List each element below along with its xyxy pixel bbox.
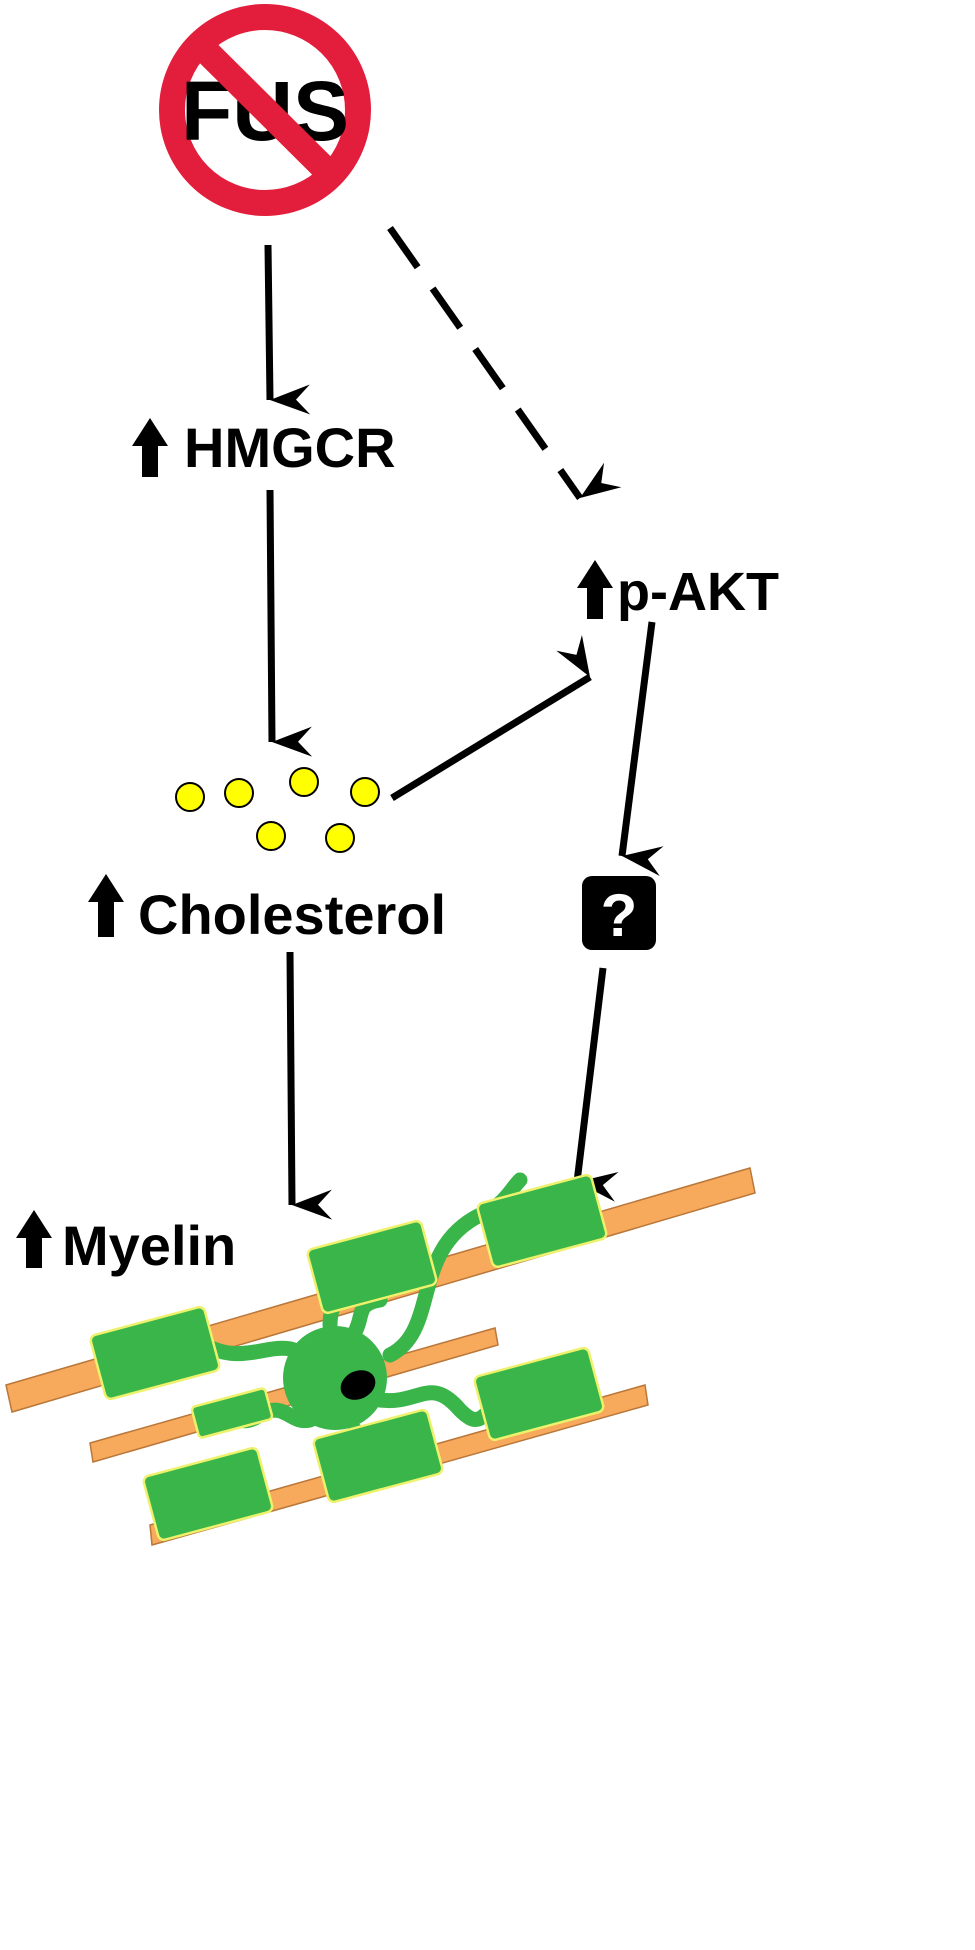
myelin-sheath	[306, 1219, 438, 1315]
myelin-sheaths	[89, 1173, 608, 1542]
arrow-fus-to-pakt-dashed	[387, 225, 622, 501]
arrow-hmgcr-to-cholesterol	[266, 489, 313, 757]
pakt-up-arrow-icon	[577, 560, 613, 619]
fus-prohibition-icon: FUS	[159, 4, 371, 216]
myelin-sheath	[142, 1446, 274, 1542]
cholesterol-label: Cholesterol	[138, 883, 446, 946]
myelin-sheath	[473, 1346, 605, 1442]
arrow-fus-to-hmgcr	[264, 244, 311, 415]
cholesterol-dot	[325, 823, 355, 853]
arrow-cholesterol-to-myelin	[286, 951, 333, 1220]
myelin-sheath	[476, 1173, 608, 1269]
myelin-up-arrow-icon	[16, 1210, 52, 1268]
cholesterol-dot	[350, 777, 380, 807]
arrow-unknown-to-myelin	[573, 967, 619, 1202]
hmgcr-up-arrow-icon	[132, 418, 168, 477]
nucleus	[340, 1370, 376, 1400]
cholesterol-molecules	[175, 767, 380, 853]
cholesterol-dot	[289, 767, 319, 797]
arrow-pakt-to-unknown	[618, 621, 664, 876]
cholesterol-dot	[224, 778, 254, 808]
cholesterol-up-arrow-icon	[88, 874, 124, 937]
myelin-label: Myelin	[62, 1214, 236, 1277]
cholesterol-dot	[256, 821, 286, 851]
arrow-cholesterol-to-pakt	[390, 635, 592, 801]
pakt-label: p-AKT	[617, 562, 779, 622]
myelin-sheath	[89, 1305, 221, 1401]
cholesterol-dot	[175, 782, 205, 812]
myelin-sheath	[190, 1387, 274, 1439]
oligodendrocyte-illustration	[5, 1167, 756, 1546]
up-arrow-icons	[16, 418, 613, 1268]
question-mark-icon: ?	[582, 876, 656, 950]
arrows	[264, 225, 664, 1220]
myelin-sheath	[312, 1408, 444, 1504]
hmgcr-label: HMGCR	[184, 416, 396, 479]
unknown-label: ?	[601, 882, 638, 949]
oligodendrocyte-cell-body	[283, 1326, 387, 1430]
